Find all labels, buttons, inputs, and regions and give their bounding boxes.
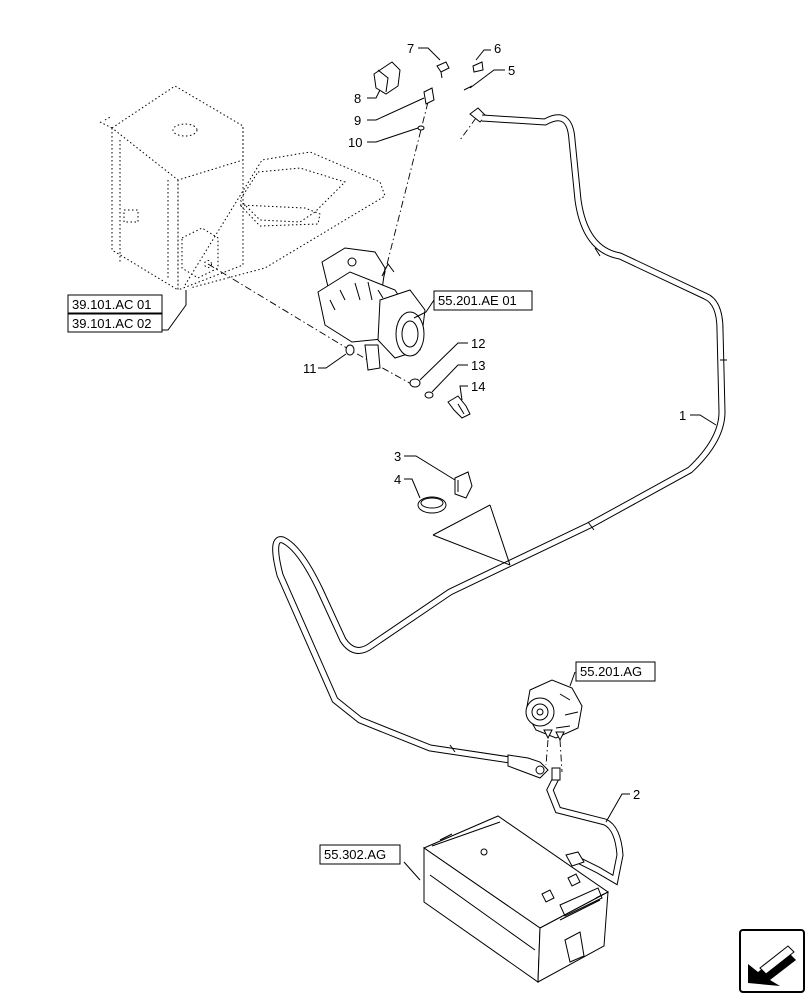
callout-12: 12: [471, 336, 485, 351]
battery: [422, 815, 609, 983]
callout-7: 7: [407, 41, 414, 56]
callout-1: 1: [679, 408, 686, 423]
cable-1: [272, 114, 727, 779]
callout-3: 3: [394, 449, 401, 464]
svg-text:55.302.AG: 55.302.AG: [324, 847, 386, 862]
ref-frame-1[interactable]: 39.101.AC 01: [67, 294, 163, 314]
ref-frame-2[interactable]: 39.101.AC 02: [67, 313, 163, 333]
callout-5: 5: [508, 63, 515, 78]
svg-text:39.101.AC 02: 39.101.AC 02: [72, 316, 152, 331]
starter-fasteners: [345, 344, 471, 419]
svg-text:55.201.AE 01: 55.201.AE 01: [438, 293, 517, 308]
top-hardware: [373, 61, 487, 131]
callout-2: 2: [633, 787, 640, 802]
ref-battery[interactable]: 55.302.AG: [319, 844, 401, 865]
callout-11: 11: [303, 361, 317, 376]
callout-9: 9: [354, 113, 361, 128]
frame-assembly: [99, 85, 386, 291]
svg-text:55.201.AG: 55.201.AG: [580, 664, 642, 679]
callout-14: 14: [471, 379, 485, 394]
svg-text:39.101.AC 01: 39.101.AC 01: [72, 297, 152, 312]
clamp-parts: [417, 471, 511, 566]
alternator: [525, 679, 583, 742]
callout-10: 10: [348, 135, 362, 150]
ref-alternator[interactable]: 55.201.AG: [575, 661, 656, 682]
next-page-arrow-icon[interactable]: [739, 929, 805, 993]
ref-starter[interactable]: 55.201.AE 01: [433, 290, 533, 311]
starter-motor: [317, 247, 426, 371]
leader-lines: [162, 47, 717, 881]
cable-2: [546, 767, 624, 886]
callout-8: 8: [354, 91, 361, 106]
callout-4: 4: [394, 472, 401, 487]
callouts: 7 6 5 8 9 10 11 12 13 14 3 4 1 2: [303, 41, 686, 802]
reference-boxes: 39.101.AC 01 39.101.AC 02 55.201.AE 01 5…: [67, 290, 656, 865]
callout-6: 6: [494, 41, 501, 56]
alignment-lines: [207, 101, 563, 773]
callout-13: 13: [471, 358, 485, 373]
